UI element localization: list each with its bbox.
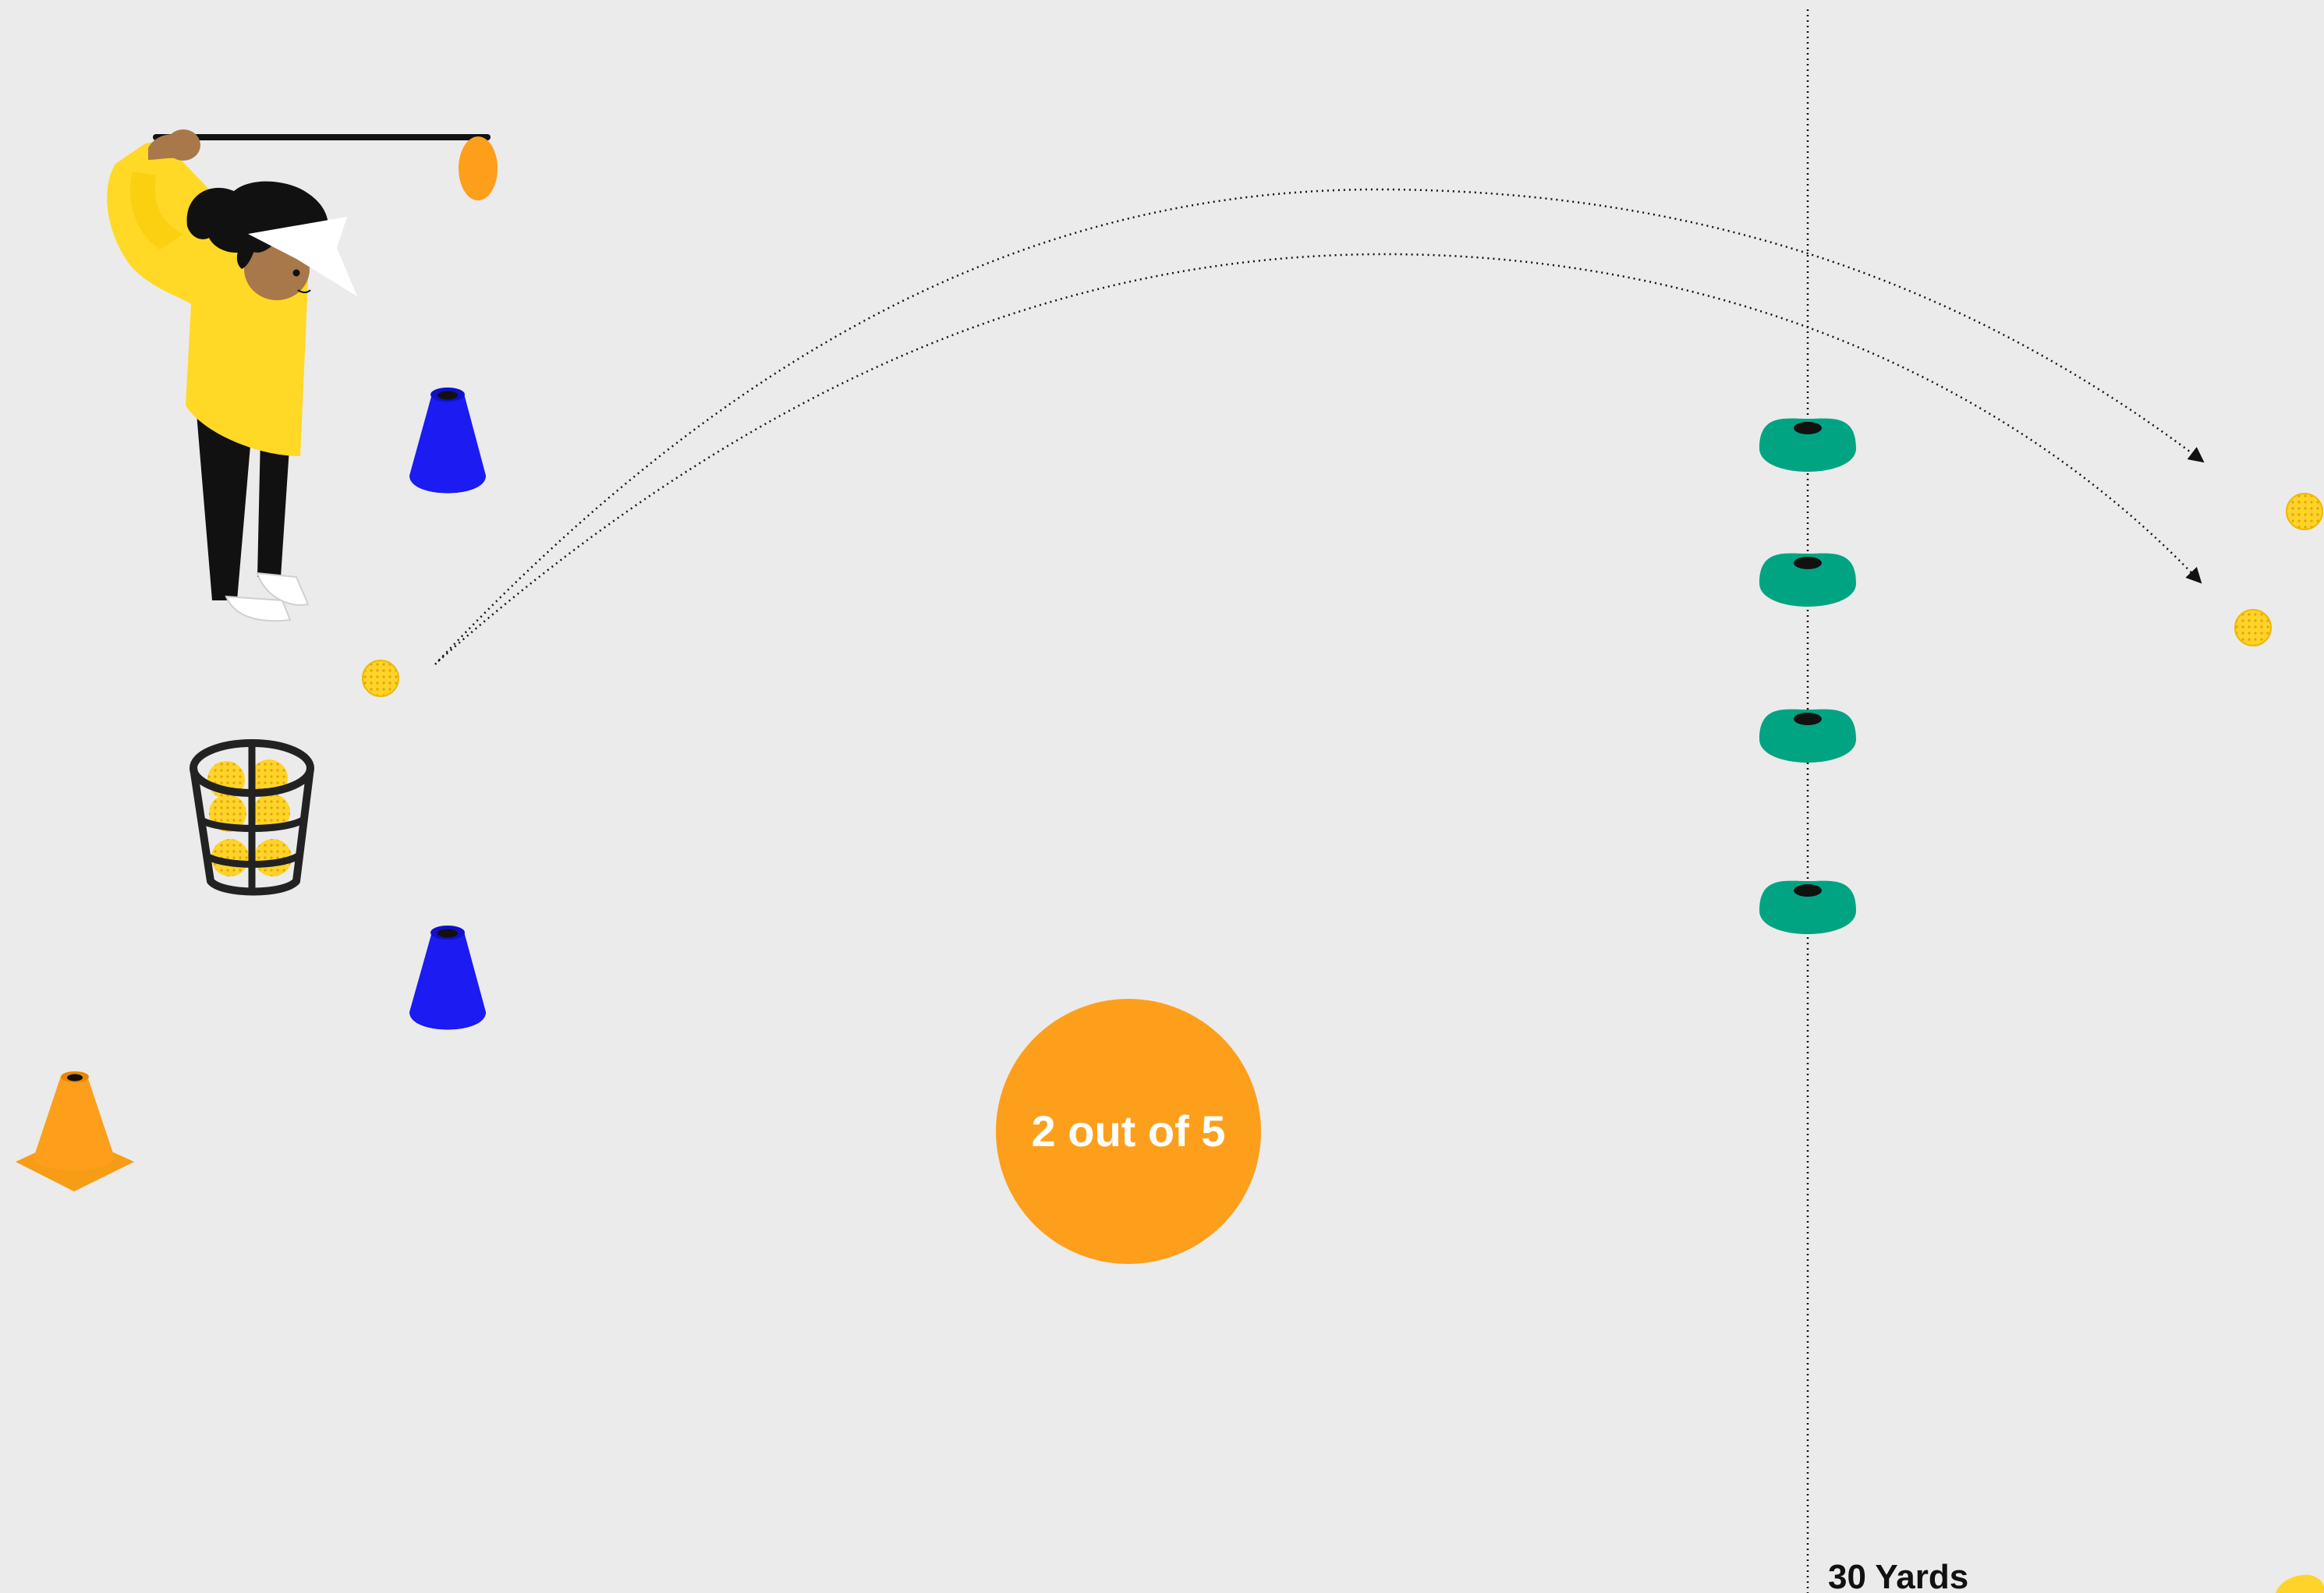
landed-ball-lower-icon (2235, 610, 2271, 646)
distance-label: 30 Yards (1828, 1558, 1968, 1593)
green-disc-cone-4-icon (1759, 881, 1856, 934)
score-badge: 2 out of 5 (996, 999, 1261, 1264)
orange-traffic-cone-icon (16, 1071, 134, 1191)
blue-cone-lower-icon (409, 926, 486, 1030)
score-badge-text: 2 out of 5 (1032, 1106, 1226, 1156)
green-disc-cone-1-icon (1759, 419, 1856, 472)
flight-path-lower (438, 254, 2201, 661)
partial-ball-icon (2276, 1575, 2324, 1593)
green-disc-cone-2-icon (1759, 554, 1856, 607)
landed-ball-upper-icon (2287, 494, 2322, 529)
golfer-icon (107, 129, 498, 621)
ball-basket-icon (193, 743, 310, 894)
blue-cone-upper-icon (409, 388, 486, 494)
flight-path-upper (435, 189, 2203, 664)
golf-ball-icon (363, 660, 399, 696)
green-disc-cone-3-icon (1759, 710, 1856, 763)
